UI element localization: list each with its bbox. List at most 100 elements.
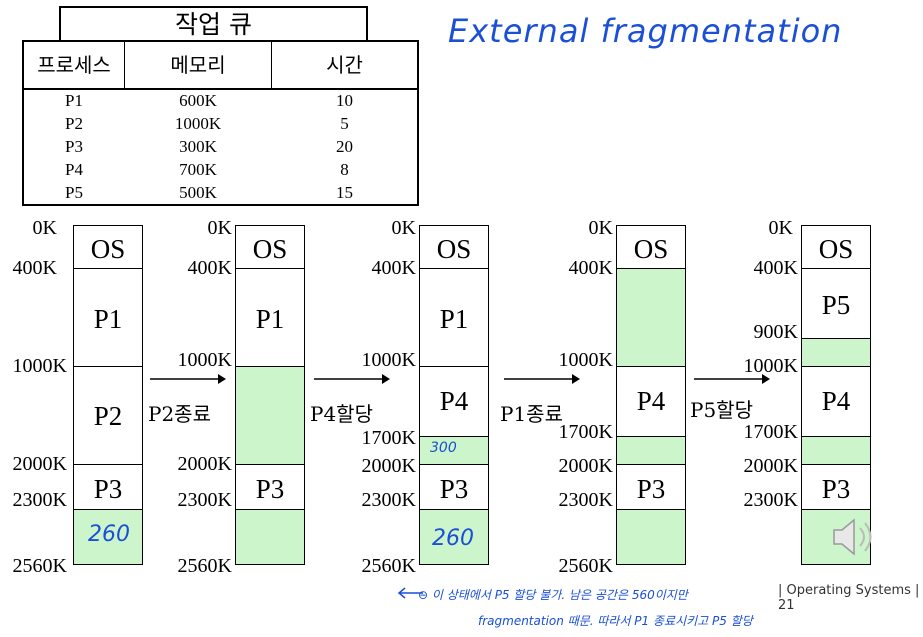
- header-time: 시간: [326, 53, 363, 77]
- segment-p3: P3: [636, 474, 666, 504]
- segment-os: OS: [252, 234, 288, 264]
- free-block: [802, 338, 870, 366]
- addr-label: 1700K: [743, 421, 798, 443]
- cell-process: P3: [65, 137, 83, 156]
- addr-label: 1000K: [558, 349, 613, 371]
- cell-time: 5: [340, 114, 349, 133]
- addr-label: 2000K: [12, 453, 67, 475]
- handwritten-note: fragmentation 때문. 따라서 P1 종료시키고 P5 할당: [478, 614, 753, 628]
- segment-p4: P4: [636, 386, 666, 416]
- segment-p5: P5: [821, 290, 851, 320]
- addr-label: 2560K: [361, 555, 416, 577]
- addr-label: 400K: [187, 257, 232, 279]
- job-queue-title: 작업 큐: [59, 6, 368, 40]
- addr-label: 2000K: [361, 455, 416, 477]
- addr-label: 2560K: [177, 555, 232, 577]
- addr-label: 400K: [568, 257, 613, 279]
- addr-label: 1700K: [361, 427, 416, 449]
- segment-p4: P4: [821, 386, 851, 416]
- addr-label: 2000K: [177, 453, 232, 475]
- addr-label: 2000K: [743, 455, 798, 477]
- cell-time: 8: [340, 160, 349, 179]
- transition-label: P2종료: [148, 402, 211, 426]
- table-row: P3 300K 20: [24, 135, 417, 158]
- addr-label: 1000K: [743, 355, 798, 377]
- handwritten-title: External fragmentation: [448, 12, 843, 50]
- addr-label: 2300K: [12, 489, 67, 511]
- cell-process: P2: [65, 114, 83, 133]
- job-queue-header: 프로세스 메모리 시간: [24, 42, 417, 90]
- segment-p1: P1: [255, 304, 285, 334]
- free-block: [617, 436, 685, 464]
- cell-time: 10: [336, 91, 353, 110]
- addr-label: 2300K: [177, 489, 232, 511]
- addr-label: 2300K: [743, 489, 798, 511]
- free-block: [236, 509, 304, 564]
- addr-label: 0K: [391, 217, 416, 239]
- cell-memory: 600K: [179, 91, 217, 110]
- handwritten-note: ⊖ 이 상태에서 P5 할당 불가. 남은 공간은 560이지만: [418, 588, 688, 602]
- addr-label: 0K: [588, 217, 613, 239]
- speaker-icon[interactable]: [832, 514, 878, 560]
- addr-label: 400K: [12, 257, 57, 279]
- segment-p3: P3: [821, 474, 851, 504]
- job-queue-table: 프로세스 메모리 시간 P1 600K 10 P2 1000K 5 P3 300…: [22, 40, 419, 206]
- addr-label: 1000K: [177, 349, 232, 371]
- memory-state-1: OS P1 P2 P3: [73, 225, 143, 565]
- segment-p3: P3: [255, 474, 285, 504]
- handwritten-note: 260: [432, 526, 474, 551]
- addr-label: 2300K: [558, 489, 613, 511]
- arrow-right-icon: [504, 374, 580, 384]
- cell-memory: 500K: [179, 183, 217, 202]
- transition-label: P1종료: [500, 402, 563, 426]
- addr-label: 900K: [753, 321, 798, 343]
- table-row: P1 600K 10: [24, 89, 417, 112]
- segment-p1: P1: [439, 304, 469, 334]
- addr-label: 1000K: [12, 355, 67, 377]
- arrow-left-icon: [397, 587, 423, 599]
- arrow-right-icon: [150, 374, 226, 384]
- addr-label: 0K: [207, 217, 232, 239]
- free-block: [236, 366, 304, 464]
- cell-time: 20: [336, 137, 353, 156]
- free-block: [617, 268, 685, 366]
- transition-label: P4할당: [310, 402, 373, 426]
- addr-label: 0K: [768, 217, 793, 239]
- free-block: [74, 509, 142, 564]
- free-block: [802, 436, 870, 464]
- table-row: P2 1000K 5: [24, 112, 417, 135]
- addr-label: 0K: [32, 217, 57, 239]
- addr-label: 2300K: [361, 489, 416, 511]
- segment-os: OS: [436, 234, 472, 264]
- addr-label: 1000K: [361, 349, 416, 371]
- table-row: P4 700K 8: [24, 158, 417, 181]
- transition-label: P5할당: [690, 398, 753, 422]
- memory-state-4: OS P4 P3: [616, 225, 686, 565]
- arrow-right-icon: [314, 374, 390, 384]
- segment-p1: P1: [93, 304, 123, 334]
- table-row: P5 500K 15: [24, 181, 417, 204]
- segment-p3: P3: [439, 474, 469, 504]
- handwritten-note: 260: [88, 522, 130, 547]
- segment-p4: P4: [439, 386, 469, 416]
- segment-os: OS: [633, 234, 669, 264]
- free-block: [617, 509, 685, 564]
- addr-label: 1700K: [558, 421, 613, 443]
- cell-memory: 700K: [179, 160, 217, 179]
- memory-state-2: OS P1 P3: [235, 225, 305, 565]
- cell-memory: 300K: [179, 137, 217, 156]
- addr-label: 2560K: [12, 555, 67, 577]
- slide-footer: | Operating Systems | 21: [778, 583, 920, 613]
- addr-label: 400K: [753, 257, 798, 279]
- cell-process: P5: [65, 183, 83, 202]
- segment-os: OS: [90, 234, 126, 264]
- memory-state-3: OS P1 P4 P3: [419, 225, 489, 565]
- cell-time: 15: [336, 183, 353, 202]
- memory-state-5: OS P5 P4 P3: [801, 225, 871, 565]
- segment-p2: P2: [93, 401, 123, 431]
- cell-memory: 1000K: [174, 114, 222, 133]
- addr-label: 2560K: [558, 555, 613, 577]
- header-process: 프로세스: [37, 53, 111, 77]
- addr-label: 400K: [371, 257, 416, 279]
- arrow-right-icon: [694, 374, 770, 384]
